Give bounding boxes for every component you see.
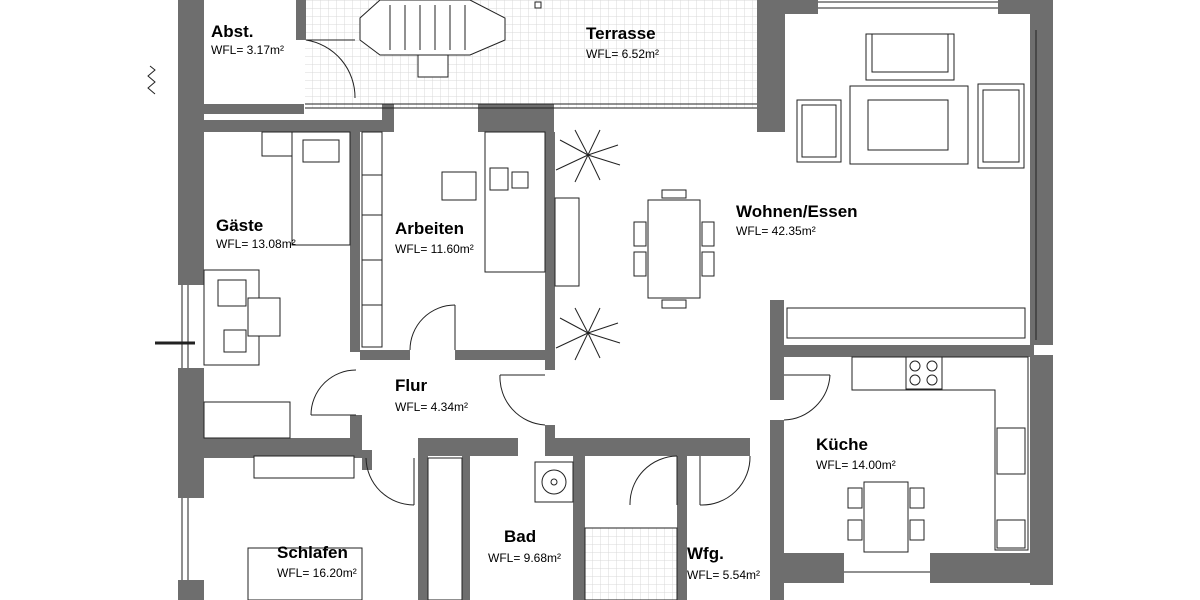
guest-desk-icon	[203, 269, 281, 366]
room-area: WFL= 42.35m²	[736, 224, 816, 238]
room-area: WFL= 16.20m²	[277, 566, 357, 580]
sink-icon	[534, 461, 574, 503]
terrace-table-icon	[359, 0, 542, 78]
room-labels: Abst. WFL= 3.17m² Terrasse WFL= 6.52m² G…	[211, 22, 896, 582]
nightstand-icon	[253, 455, 355, 479]
room-area: WFL= 3.17m²	[211, 43, 284, 57]
kitchen-counter-icon	[851, 356, 1029, 551]
room-name: Arbeiten	[395, 219, 464, 238]
dining-table-icon	[633, 189, 715, 309]
wardrobe-bath-icon	[427, 457, 463, 600]
room-area: WFL= 11.60m²	[395, 242, 474, 256]
sofa-set-icon	[796, 33, 1025, 169]
room-area: WFL= 13.08m²	[216, 237, 296, 251]
desk-icon	[441, 131, 546, 273]
wall-cabinet-icon	[786, 307, 1026, 339]
bed-icon	[247, 547, 363, 600]
room-area: WFL= 9.68m²	[488, 551, 561, 565]
room-gaeste: Gäste WFL= 13.08m²	[216, 216, 296, 251]
room-area: WFL= 4.34m²	[395, 400, 468, 414]
room-name: Küche	[816, 435, 868, 454]
windows	[155, 1, 1037, 580]
wardrobe-icon	[361, 131, 383, 348]
room-area: WFL= 14.00m²	[816, 458, 896, 472]
exterior-marking-icon	[147, 65, 156, 95]
room-kueche: Küche WFL= 14.00m²	[816, 435, 896, 472]
room-terrasse: Terrasse WFL= 6.52m²	[586, 24, 659, 61]
room-name: Abst.	[211, 22, 254, 41]
room-area: WFL= 6.52m²	[586, 47, 659, 61]
guest-shelf-icon	[203, 401, 291, 439]
plant-icon	[555, 129, 621, 361]
doors	[305, 39, 831, 506]
guest-bed-icon	[261, 131, 351, 246]
sideboard-icon	[554, 197, 580, 287]
room-name: Gäste	[216, 216, 263, 235]
room-arbeiten: Arbeiten WFL= 11.60m²	[395, 219, 474, 256]
room-name: Terrasse	[586, 24, 656, 43]
kitchen-table-icon	[847, 481, 925, 553]
room-name: Schlafen	[277, 543, 348, 562]
room-area: WFL= 5.54m²	[687, 568, 760, 582]
room-name: Bad	[504, 527, 536, 546]
room-abstellraum: Abst. WFL= 3.17m²	[211, 22, 284, 57]
room-schlafen: Schlafen WFL= 16.20m²	[277, 543, 357, 580]
room-bad: Bad WFL= 9.68m²	[488, 527, 561, 565]
room-name: Wohnen/Essen	[736, 202, 858, 221]
shower-icon	[584, 527, 678, 600]
room-wfg: Wfg. WFL= 5.54m²	[687, 544, 760, 582]
furniture	[147, 0, 1029, 600]
room-name: Flur	[395, 376, 427, 395]
room-flur: Flur WFL= 4.34m²	[395, 376, 468, 414]
room-wohnen-essen: Wohnen/Essen WFL= 42.35m²	[736, 202, 858, 238]
room-name: Wfg.	[687, 544, 724, 563]
